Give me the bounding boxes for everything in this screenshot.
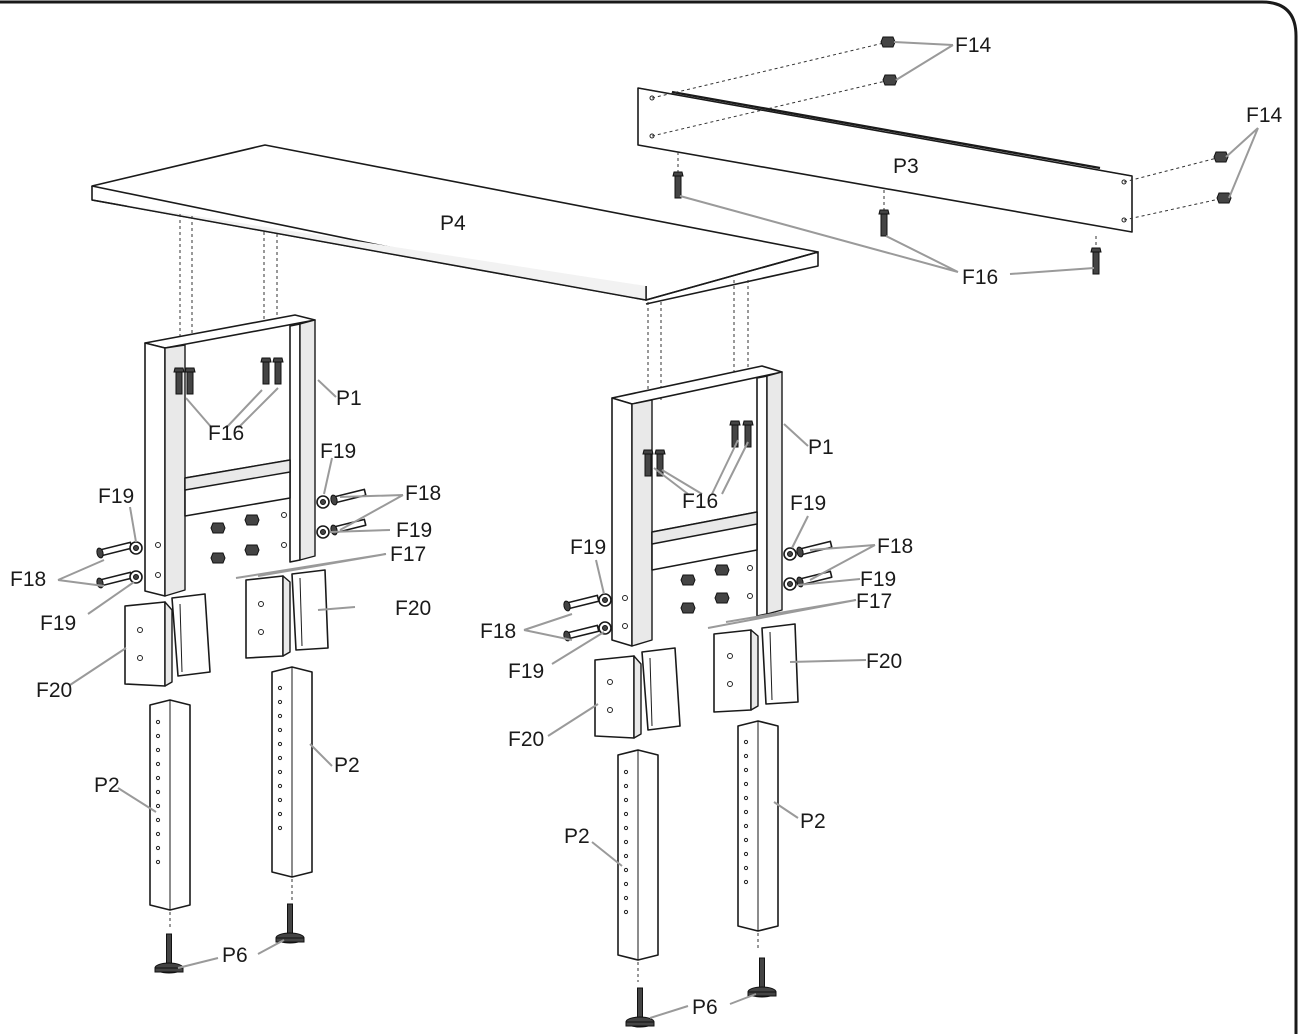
label-p2-left-b: P2: [334, 754, 360, 777]
leader-lines: [57, 41, 1259, 1019]
label-f20-left-a: F20: [395, 597, 431, 620]
label-f19-right-b: F19: [860, 568, 896, 591]
label-f14-right: F14: [1246, 104, 1283, 127]
label-f14-top: F14: [955, 34, 992, 57]
leg-frame-p1-right: [562, 365, 834, 647]
label-f16-top: F16: [962, 266, 998, 289]
label-f16-left: F16: [208, 422, 244, 445]
label-f17-right: F17: [856, 590, 892, 613]
part-labels: F14 F14 P3 F16 P4 P1 F16 F19 F18 F19 F17…: [10, 34, 1283, 1019]
label-f19-right-c: F19: [570, 536, 606, 559]
label-p2-left-a: P2: [94, 774, 120, 797]
label-f19-left-d: F19: [40, 612, 76, 635]
label-p6-right: P6: [692, 996, 718, 1019]
label-f19-right-a: F19: [790, 492, 826, 515]
legs-p2-right: [617, 720, 779, 1028]
label-p2-right-a: P2: [564, 825, 590, 848]
brackets-f20-right: [594, 623, 799, 739]
label-f18-right-b: F18: [480, 620, 516, 643]
label-f18-right-a: F18: [877, 535, 913, 558]
label-p1-left: P1: [336, 387, 362, 410]
label-f19-left-a: F19: [320, 440, 356, 463]
label-f20-right-b: F20: [508, 728, 544, 751]
label-f19-right-d: F19: [508, 660, 544, 683]
label-p4: P4: [440, 212, 466, 235]
back-panel-p3: [637, 36, 1232, 275]
leg-frame-p1-left: [95, 314, 368, 597]
label-f20-right-a: F20: [866, 650, 902, 673]
label-f20-left-b: F20: [36, 679, 72, 702]
label-f19-left-b: F19: [396, 519, 432, 542]
worktop-p4: [91, 144, 819, 400]
label-f18-left-a: F18: [405, 482, 441, 505]
legs-p2-left: [149, 666, 313, 974]
label-f19-left-c: F19: [98, 485, 134, 508]
label-p6-left: P6: [222, 944, 248, 967]
label-p3: P3: [893, 155, 919, 178]
label-p2-right-b: P2: [800, 810, 826, 833]
label-f16-right: F16: [682, 490, 718, 513]
label-p1-right: P1: [808, 436, 834, 459]
brackets-f20-left: [124, 569, 329, 687]
label-f18-left-b: F18: [10, 568, 46, 591]
label-f17-left: F17: [390, 543, 426, 566]
